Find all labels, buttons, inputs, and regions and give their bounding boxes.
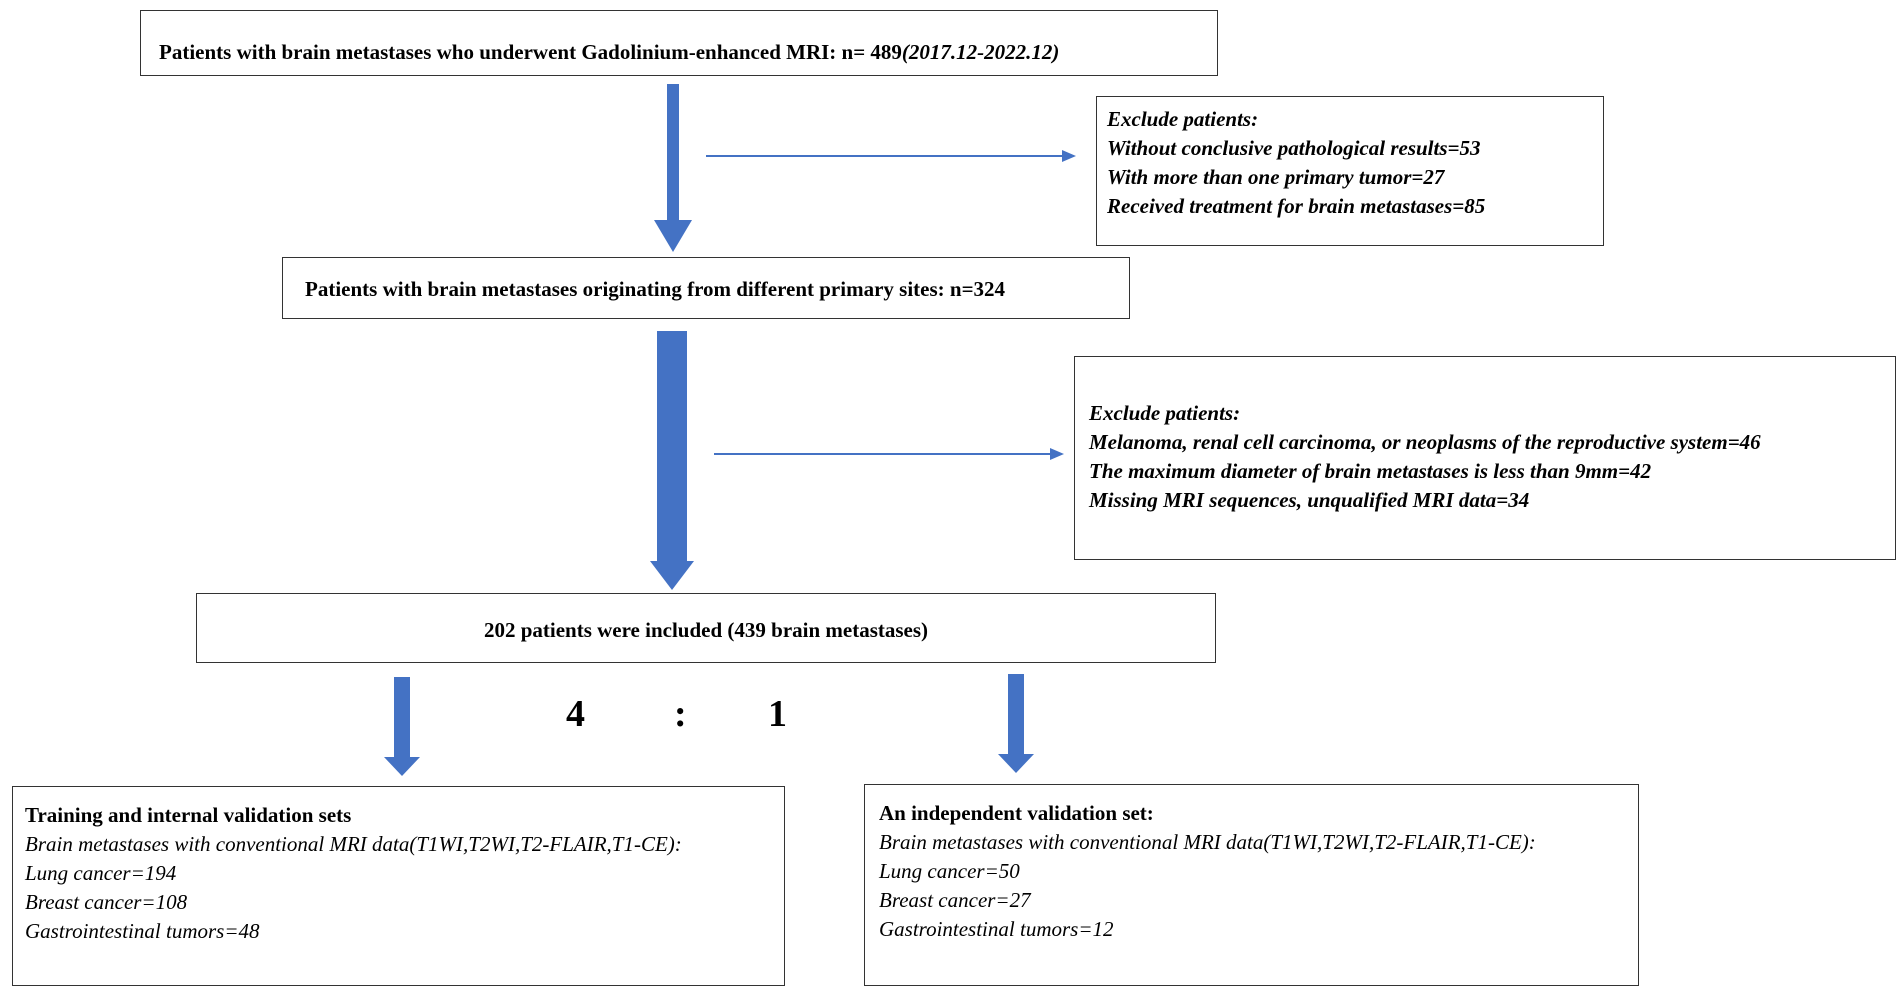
exclude-arrow-1 [706, 150, 1076, 162]
training-set-item: Breast cancer=108 [25, 890, 188, 914]
independent-set-item: Breast cancer=27 [879, 888, 1031, 912]
down-arrow-independent [998, 674, 1034, 773]
initial-cohort-box: Patients with brain metastases who under… [140, 10, 1218, 76]
training-set-subtitle: Brain metastases with conventional MRI d… [25, 832, 682, 856]
primary-sites-box: Patients with brain metastases originati… [282, 257, 1130, 319]
ratio-left: 4 [566, 693, 585, 735]
down-arrow-2 [650, 331, 694, 590]
independent-set-item: Lung cancer=50 [879, 859, 1020, 883]
training-set-item: Gastrointestinal tumors=48 [25, 919, 260, 943]
ratio-right: 1 [768, 693, 787, 735]
included-box: 202 patients were included (439 brain me… [196, 593, 1216, 663]
exclude-arrow-2 [714, 448, 1064, 460]
independent-set-subtitle: Brain metastases with conventional MRI d… [879, 830, 1536, 854]
exclusion-item: Without conclusive pathological results=… [1107, 136, 1481, 160]
training-set-item: Lung cancer=194 [25, 861, 177, 885]
exclusion-item: With more than one primary tumor=27 [1107, 165, 1445, 189]
primary-sites-text: Patients with brain metastases originati… [305, 277, 1006, 301]
down-arrow-training [384, 677, 420, 776]
exclusion-heading: Exclude patients: [1089, 401, 1241, 425]
exclusion-item: Melanoma, renal cell carcinoma, or neopl… [1089, 430, 1761, 454]
exclusion-item: The maximum diameter of brain metastases… [1089, 459, 1652, 483]
exclusion-heading: Exclude patients: [1107, 107, 1259, 131]
independent-set-item: Gastrointestinal tumors=12 [879, 917, 1114, 941]
independent-set-title: An independent validation set: [879, 801, 1154, 825]
study-period: (2017.12-2022.12) [901, 40, 1060, 64]
exclusion-box-2: Exclude patients: Melanoma, renal cell c… [1074, 356, 1896, 560]
included-text: 202 patients were included (439 brain me… [483, 618, 929, 642]
exclusion-box-1: Exclude patients: Without conclusive pat… [1096, 96, 1604, 246]
exclusion-item: Missing MRI sequences, unqualified MRI d… [1089, 488, 1530, 512]
exclusion-item: Received treatment for brain metastases=… [1107, 194, 1486, 218]
training-set-title: Training and internal validation sets [25, 803, 352, 827]
independent-set-box: An independent validation set: Brain met… [864, 784, 1639, 986]
ratio-separator: : [674, 693, 687, 735]
training-set-box: Training and internal validation sets Br… [12, 786, 785, 986]
initial-cohort-text: Patients with brain metastases who under… [159, 40, 902, 64]
down-arrow-1 [654, 84, 692, 252]
